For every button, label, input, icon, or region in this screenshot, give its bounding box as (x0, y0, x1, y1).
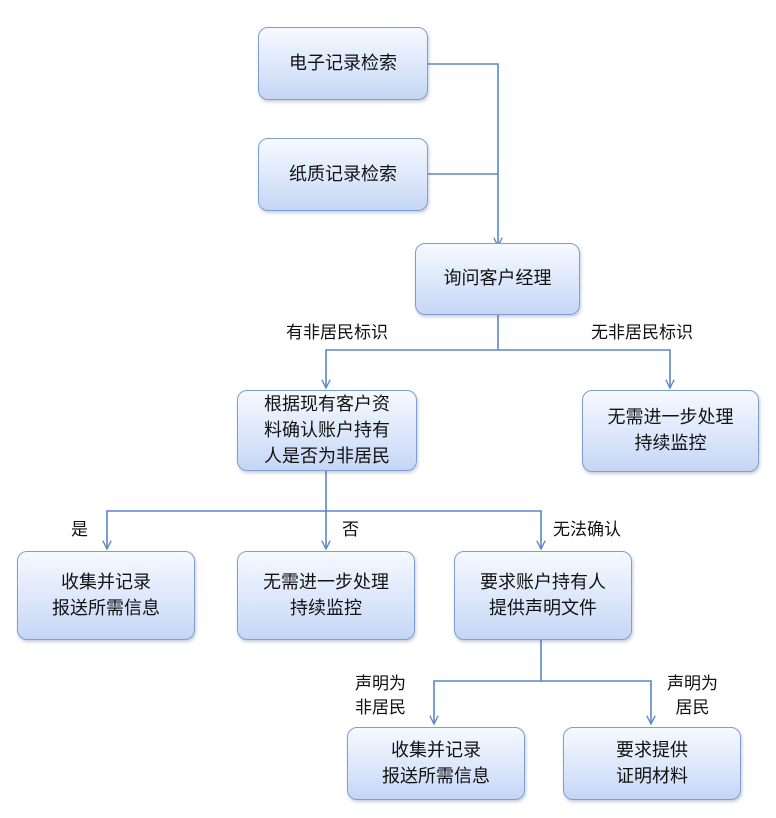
node-label-line: 料确认账户持有 (264, 419, 390, 441)
node-label-line: 报送所需信息 (52, 597, 160, 619)
node-label-line: 持续监控 (634, 433, 707, 454)
edge-label-line: 声明为 (355, 674, 406, 694)
node-label: 电子记录检索 (289, 52, 397, 74)
connector-manager-to-confirm (326, 349, 498, 388)
node-ask-account-manager: 询问客户经理 (415, 243, 580, 315)
connector-to-request-doc (326, 510, 541, 549)
node-confirm-nonresident: 根据现有客户资 料确认账户持有 人是否为非居民 (237, 390, 417, 471)
connector-to-request-proof (541, 680, 651, 724)
node-no-further-processing-mid: 无需进一步处理 持续监控 (237, 551, 415, 640)
edge-label-no-flag: 无非居民标识 (591, 323, 693, 343)
node-label-line: 提供声明文件 (489, 597, 597, 619)
node-label-line: 报送所需信息 (382, 765, 490, 787)
connector-records-to-manager (428, 63, 498, 246)
node-label-line: 要求账户持有人 (480, 571, 606, 593)
edge-label-no: 否 (342, 520, 359, 540)
connector-to-collect-bottom (434, 680, 541, 724)
node-label-line: 无需进一步处理 (607, 407, 734, 428)
node-no-further-processing-top: 无需进一步处理 持续监控 (582, 390, 759, 472)
node-label-line: 证明材料 (616, 765, 688, 787)
node-label-line: 收集并记录 (391, 739, 481, 761)
node-request-proof: 要求提供 证明材料 (563, 727, 741, 800)
node-request-declaration: 要求账户持有人 提供声明文件 (454, 551, 632, 640)
edge-label-has-flag: 有非居民标识 (286, 323, 388, 343)
node-label-line: 收集并记录 (61, 571, 151, 593)
edge-label-line: 居民 (675, 698, 710, 718)
connector-manager-to-no-further (498, 349, 670, 388)
edge-label-yes: 是 (71, 520, 88, 540)
edge-label-line: 声明为 (667, 674, 718, 694)
node-collect-and-record-bottom: 收集并记录 报送所需信息 (347, 727, 525, 800)
node-label-line: 人是否为非居民 (264, 445, 390, 467)
node-label-line: 无需进一步处理 (263, 571, 389, 593)
connector-to-collect-left (107, 510, 326, 549)
edge-label-declared-nonresident: 声明为 非居民 (355, 672, 406, 720)
node-label: 询问客户经理 (443, 268, 552, 289)
edge-label-line: 非居民 (355, 698, 406, 718)
node-label: 纸质记录检索 (289, 163, 397, 185)
edge-label-cannot-confirm: 无法确认 (553, 520, 621, 540)
node-label-line: 要求提供 (616, 739, 688, 761)
node-electronic-record-search: 电子记录检索 (258, 27, 428, 100)
node-label-line: 根据现有客户资 (264, 393, 390, 415)
node-label-line: 持续监控 (290, 597, 362, 619)
edge-label-declared-resident: 声明为 居民 (667, 672, 718, 720)
node-paper-record-search: 纸质记录检索 (258, 138, 428, 211)
node-collect-and-record-left: 收集并记录 报送所需信息 (17, 551, 195, 640)
